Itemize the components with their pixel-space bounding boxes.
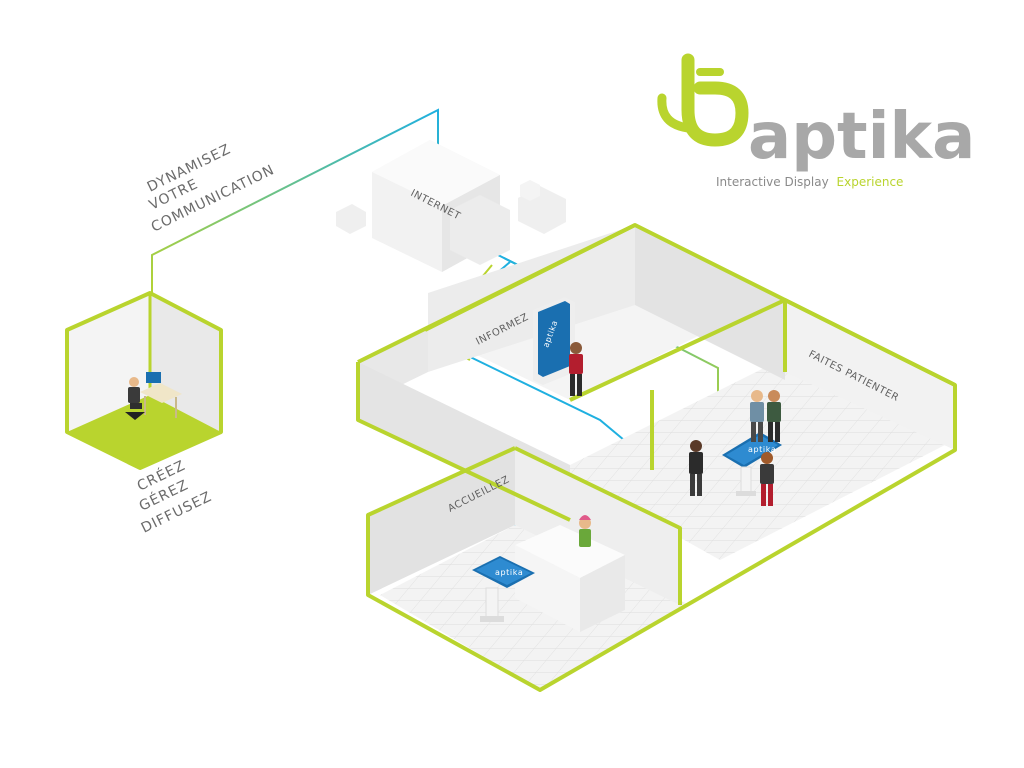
aptika-hand-logo-icon: [657, 53, 749, 147]
office-to-internet-line: [151, 108, 439, 305]
tagline-main: Interactive Display: [716, 175, 829, 189]
brand-tagline: Interactive Display Experience: [716, 175, 903, 189]
waiting-kiosk-logo: aptika: [748, 445, 776, 454]
brand-name: aptika: [748, 100, 975, 174]
desktop-monitor: [146, 372, 161, 383]
reception-desk: [515, 525, 625, 632]
visitor-informez: [569, 342, 583, 396]
office-desk: [140, 372, 182, 418]
create-caption: CRÉEZ GÉREZ DIFFUSEZ: [134, 457, 214, 537]
office-room: [65, 291, 223, 470]
brand-logo: aptika Interactive Display Experience: [657, 53, 975, 189]
waiting-kiosk: aptika: [722, 432, 782, 496]
informez-totem: aptika: [533, 297, 575, 385]
visitor-waiting-4: [760, 452, 774, 506]
visitor-waiting-2: [750, 390, 764, 442]
building-outline: [356, 223, 957, 692]
office-worker: [125, 377, 145, 420]
reception-kiosk: aptika: [472, 556, 535, 622]
internet-cloud: INTERNET: [336, 140, 566, 272]
visitor-waiting-3: [767, 390, 781, 442]
building: aptika aptika aptika: [356, 223, 957, 692]
tagline-accent: Experience: [837, 175, 904, 189]
receptionist: [579, 515, 591, 547]
reception-kiosk-logo: aptika: [495, 568, 523, 577]
dynamise-caption: DYNAMISEZ VOTRE COMMUNICATION: [145, 141, 278, 235]
visitor-waiting-1: [689, 440, 703, 496]
